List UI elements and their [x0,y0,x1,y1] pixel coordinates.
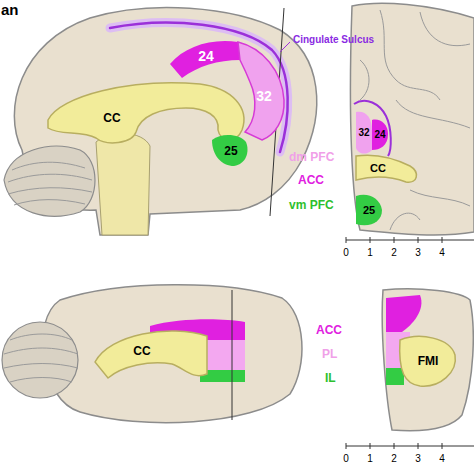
rat-coronal-outline [382,289,473,431]
region-number: 24 [374,130,385,140]
leader-line [280,42,290,52]
region-number: CC [370,163,386,174]
region-shape [93,324,209,382]
scale-number: 0 [343,248,349,258]
brodmann-area-25: 25 [354,190,384,230]
scale-bar [346,237,474,243]
brodmann-area-24: 24 [370,116,390,152]
section-line [232,290,233,420]
cingulate-sulcus-coronal [354,101,391,156]
rat-cerebellum [2,322,78,398]
cerebellum [4,146,95,216]
brodmann-area-32: 32 [236,40,288,144]
region-number: CC [103,112,120,124]
scale-number: 3 [415,454,421,464]
region-outline [356,195,382,225]
region-name: vm PFC [289,199,334,211]
region-outline [48,83,244,143]
region-number: 25 [224,145,237,157]
region-outline [212,135,248,166]
scale-number: 2 [391,454,397,464]
gyri-lines [360,10,470,230]
rat-brain-outline [43,285,302,423]
region-number: 32 [256,89,272,103]
scale-number: 4 [439,454,445,464]
scale-number: 2 [391,248,397,258]
region-name: IL [325,372,336,384]
region-outline [356,112,372,154]
scale-bar [346,443,474,449]
brodmann-area-32: 32 [354,108,374,158]
region-outline [372,120,388,150]
brodmann-area-24: 24 [168,36,242,80]
region-outline [356,155,416,182]
scale-number: 0 [343,454,349,464]
region-name: dm PFC [289,151,334,163]
region-number: FMI [418,355,439,367]
corpus-callosum: CC [354,152,422,186]
scale-number: 1 [367,248,373,258]
rat-cerebellum-folia [4,334,78,382]
brodmann-area-25: 25 [210,130,252,168]
panel-letter: an [1,2,19,17]
rat-il-coronal [386,368,404,385]
region-name: ACC [316,324,342,336]
region-number: 32 [358,128,369,138]
region-outline [95,331,207,378]
region-number: CC [133,345,150,357]
region-outline [170,41,240,78]
corpus-callosum: CC [93,324,209,382]
scale-number: 3 [415,248,421,258]
region-shape [354,152,422,186]
region-number: 24 [198,49,214,63]
cerebellum-folia [8,162,92,205]
region-name: PL [322,348,337,360]
brainstem [96,133,150,235]
region-number: 25 [363,205,375,216]
scale-number: 4 [439,248,445,258]
region-outline [400,336,456,386]
sulcus-label: Cingulate Sulcus [293,35,374,45]
forceps-minor: FMI [398,330,458,388]
region-outline [238,42,284,140]
scale-number: 1 [367,454,373,464]
region-name: ACC [298,174,324,186]
rat-acc-coronal [386,295,421,332]
